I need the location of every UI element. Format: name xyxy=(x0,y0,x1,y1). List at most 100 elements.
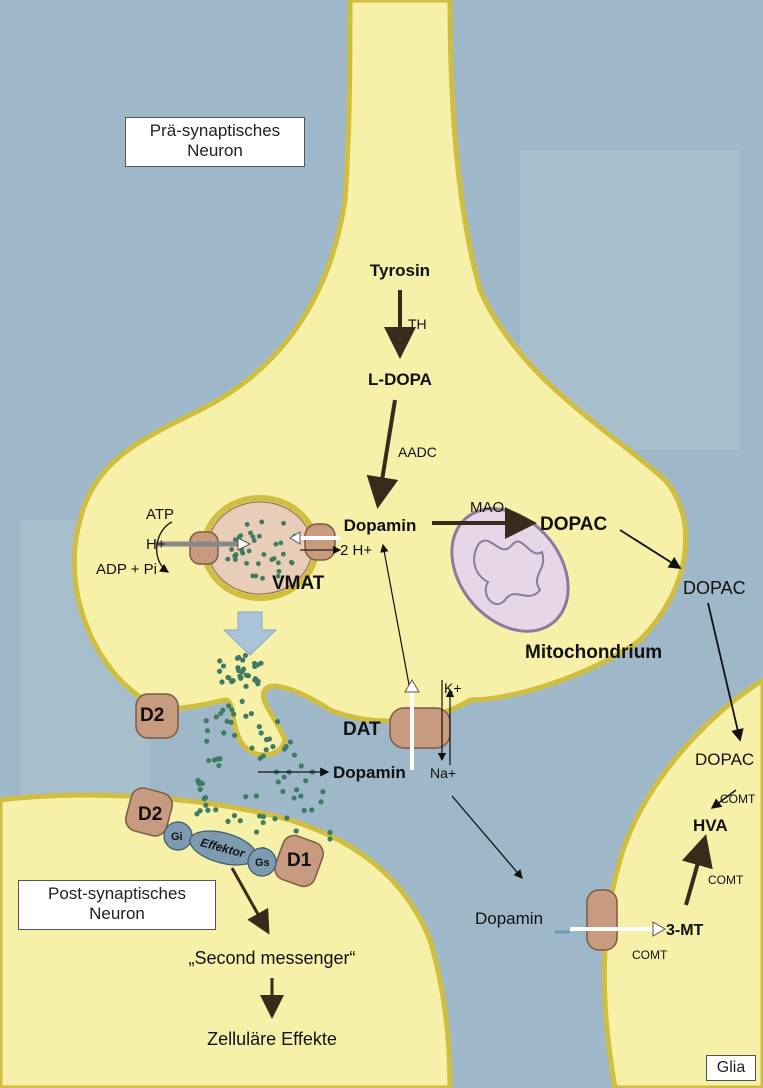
pre-neuron-label: Prä-synaptisches Neuron xyxy=(150,121,280,160)
dopamine-dot xyxy=(264,737,269,742)
comt1-label: COMT xyxy=(720,792,756,806)
dopamin-label: Dopamin xyxy=(344,516,417,535)
dopamine-dot xyxy=(243,653,248,658)
dopamine-dot xyxy=(298,793,303,798)
dopamine-dot xyxy=(290,561,295,566)
d2-post-label: D2 xyxy=(138,804,162,825)
gi-label: Gi xyxy=(171,831,183,843)
dopamine-dot xyxy=(256,561,261,566)
dopamine-dot xyxy=(240,657,245,662)
dopac-glia-label: DOPAC xyxy=(695,750,754,769)
glia-dopamin-label: Dopamin xyxy=(475,909,543,928)
dopamine-dot xyxy=(225,819,230,824)
dopamine-dot xyxy=(292,795,297,800)
mao-label: MAO xyxy=(470,499,504,516)
d2-pre-label: D2 xyxy=(140,705,164,726)
dat-transporter xyxy=(390,708,450,748)
dopamine-dot xyxy=(229,547,234,552)
dat-label: DAT xyxy=(343,719,381,740)
dopamine-dot xyxy=(195,778,200,783)
th-label: TH xyxy=(408,316,427,332)
glia-label: Glia xyxy=(717,1059,745,1076)
dopamine-dot xyxy=(280,789,285,794)
dopamine-dot xyxy=(220,707,225,712)
dopamine-dot xyxy=(245,522,250,527)
adp-label: ADP + Pi xyxy=(96,561,157,578)
dopamine-dot xyxy=(309,807,314,812)
dopamine-dot xyxy=(238,533,243,538)
dopamine-dot xyxy=(243,794,248,799)
dopamine-dot xyxy=(247,549,252,554)
glia-transporter xyxy=(587,890,617,950)
dopamine-dot xyxy=(216,763,221,768)
dopamine-dot xyxy=(243,684,248,689)
dopamine-dot xyxy=(270,744,275,749)
dopamine-dot xyxy=(276,779,281,784)
dopamine-dot xyxy=(215,756,220,761)
dopamine-dot xyxy=(221,663,226,668)
dopamine-dot xyxy=(261,820,266,825)
dopamine-dot xyxy=(253,574,258,579)
hva-label: HVA xyxy=(693,816,728,835)
dopamine-dot xyxy=(205,728,210,733)
dopamine-dot xyxy=(275,719,280,724)
tyrosin-label: Tyrosin xyxy=(370,261,430,280)
mitochondrium-label: Mitochondrium xyxy=(525,642,662,663)
dopamine-dot xyxy=(260,576,265,581)
dopamine-dot xyxy=(232,733,237,738)
dopamine-dot xyxy=(294,828,299,833)
dopamine-dot xyxy=(282,746,287,751)
dopamine-dot xyxy=(261,552,266,557)
dopamine-dot xyxy=(238,676,243,681)
dopamine-dot xyxy=(243,714,248,719)
dopamine-dot xyxy=(219,679,224,684)
dopamine-dot xyxy=(217,669,222,674)
dopamine-dot xyxy=(259,520,264,525)
dopamine-dot xyxy=(257,813,262,818)
dopamine-dot xyxy=(292,752,297,757)
dopamine-dot xyxy=(281,552,286,557)
dopamine-dot xyxy=(261,753,266,758)
dopamine-dot xyxy=(318,799,323,804)
dopamine-dot xyxy=(204,718,209,723)
dopamine-dot xyxy=(217,658,222,663)
dopamine-dot xyxy=(205,808,210,813)
proton-pump xyxy=(190,532,218,564)
dopamine-dot xyxy=(288,739,293,744)
dopamine-dot xyxy=(276,560,281,565)
second-messenger-label: „Second messenger“ xyxy=(188,948,355,968)
dopamine-dot xyxy=(213,807,218,812)
vmat-label: VMAT xyxy=(272,573,325,594)
dopamine-dot xyxy=(244,561,249,566)
dopamine-dot xyxy=(257,534,262,539)
pre-neuron-label-box: Prä-synaptisches Neuron xyxy=(125,117,305,167)
effects-label: Zelluläre Effekte xyxy=(207,1029,337,1049)
dopamine-dot xyxy=(264,747,269,752)
dopamine-dot xyxy=(257,724,262,729)
dopamine-dot xyxy=(214,714,219,719)
dopac-label: DOPAC xyxy=(540,514,607,535)
k-label: K+ xyxy=(444,680,462,696)
dopamine-dot xyxy=(254,829,259,834)
dopamine-dot xyxy=(241,667,246,672)
dopamine-dot xyxy=(203,795,208,800)
dopamine-dot xyxy=(269,557,274,562)
dopamine-dot xyxy=(303,778,308,783)
dopamine-dot xyxy=(226,703,231,708)
dopamine-dot xyxy=(221,730,226,735)
dopamine-dot xyxy=(198,787,203,792)
post-neuron-label: Post-synaptisches Neuron xyxy=(48,884,186,923)
dopamine-dot xyxy=(203,803,208,808)
dopamine-dot xyxy=(282,774,287,779)
two-h-label: 2 H+ xyxy=(340,542,372,559)
na-label: Na+ xyxy=(430,765,456,781)
glia-label-box: Glia xyxy=(706,1055,756,1081)
dopamine-dot xyxy=(272,816,277,821)
dopamine-dot xyxy=(294,787,299,792)
dopamine-dot xyxy=(327,836,332,841)
dopamine-dot xyxy=(248,531,253,536)
dopamine-dot xyxy=(254,793,259,798)
d1-label: D1 xyxy=(287,850,312,871)
dopamine-dot xyxy=(252,678,257,683)
